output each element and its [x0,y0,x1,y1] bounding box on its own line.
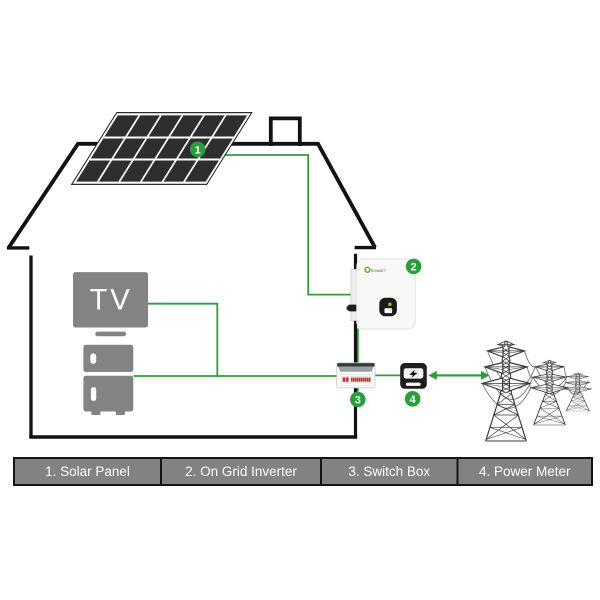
svg-text:4. Power Meter: 4. Power Meter [479,464,571,479]
svg-text:3: 3 [355,395,361,407]
svg-text:1. Solar Panel: 1. Solar Panel [45,464,130,479]
svg-text:3. Switch Box: 3. Switch Box [348,464,430,479]
svg-text:1: 1 [195,145,201,157]
svg-text:TV: TV [90,284,133,317]
svg-text:ROWATT: ROWATT [371,269,387,273]
svg-text:4: 4 [410,394,417,406]
svg-text:2: 2 [411,262,417,274]
svg-text:2. On Grid Inverter: 2. On Grid Inverter [185,464,297,479]
